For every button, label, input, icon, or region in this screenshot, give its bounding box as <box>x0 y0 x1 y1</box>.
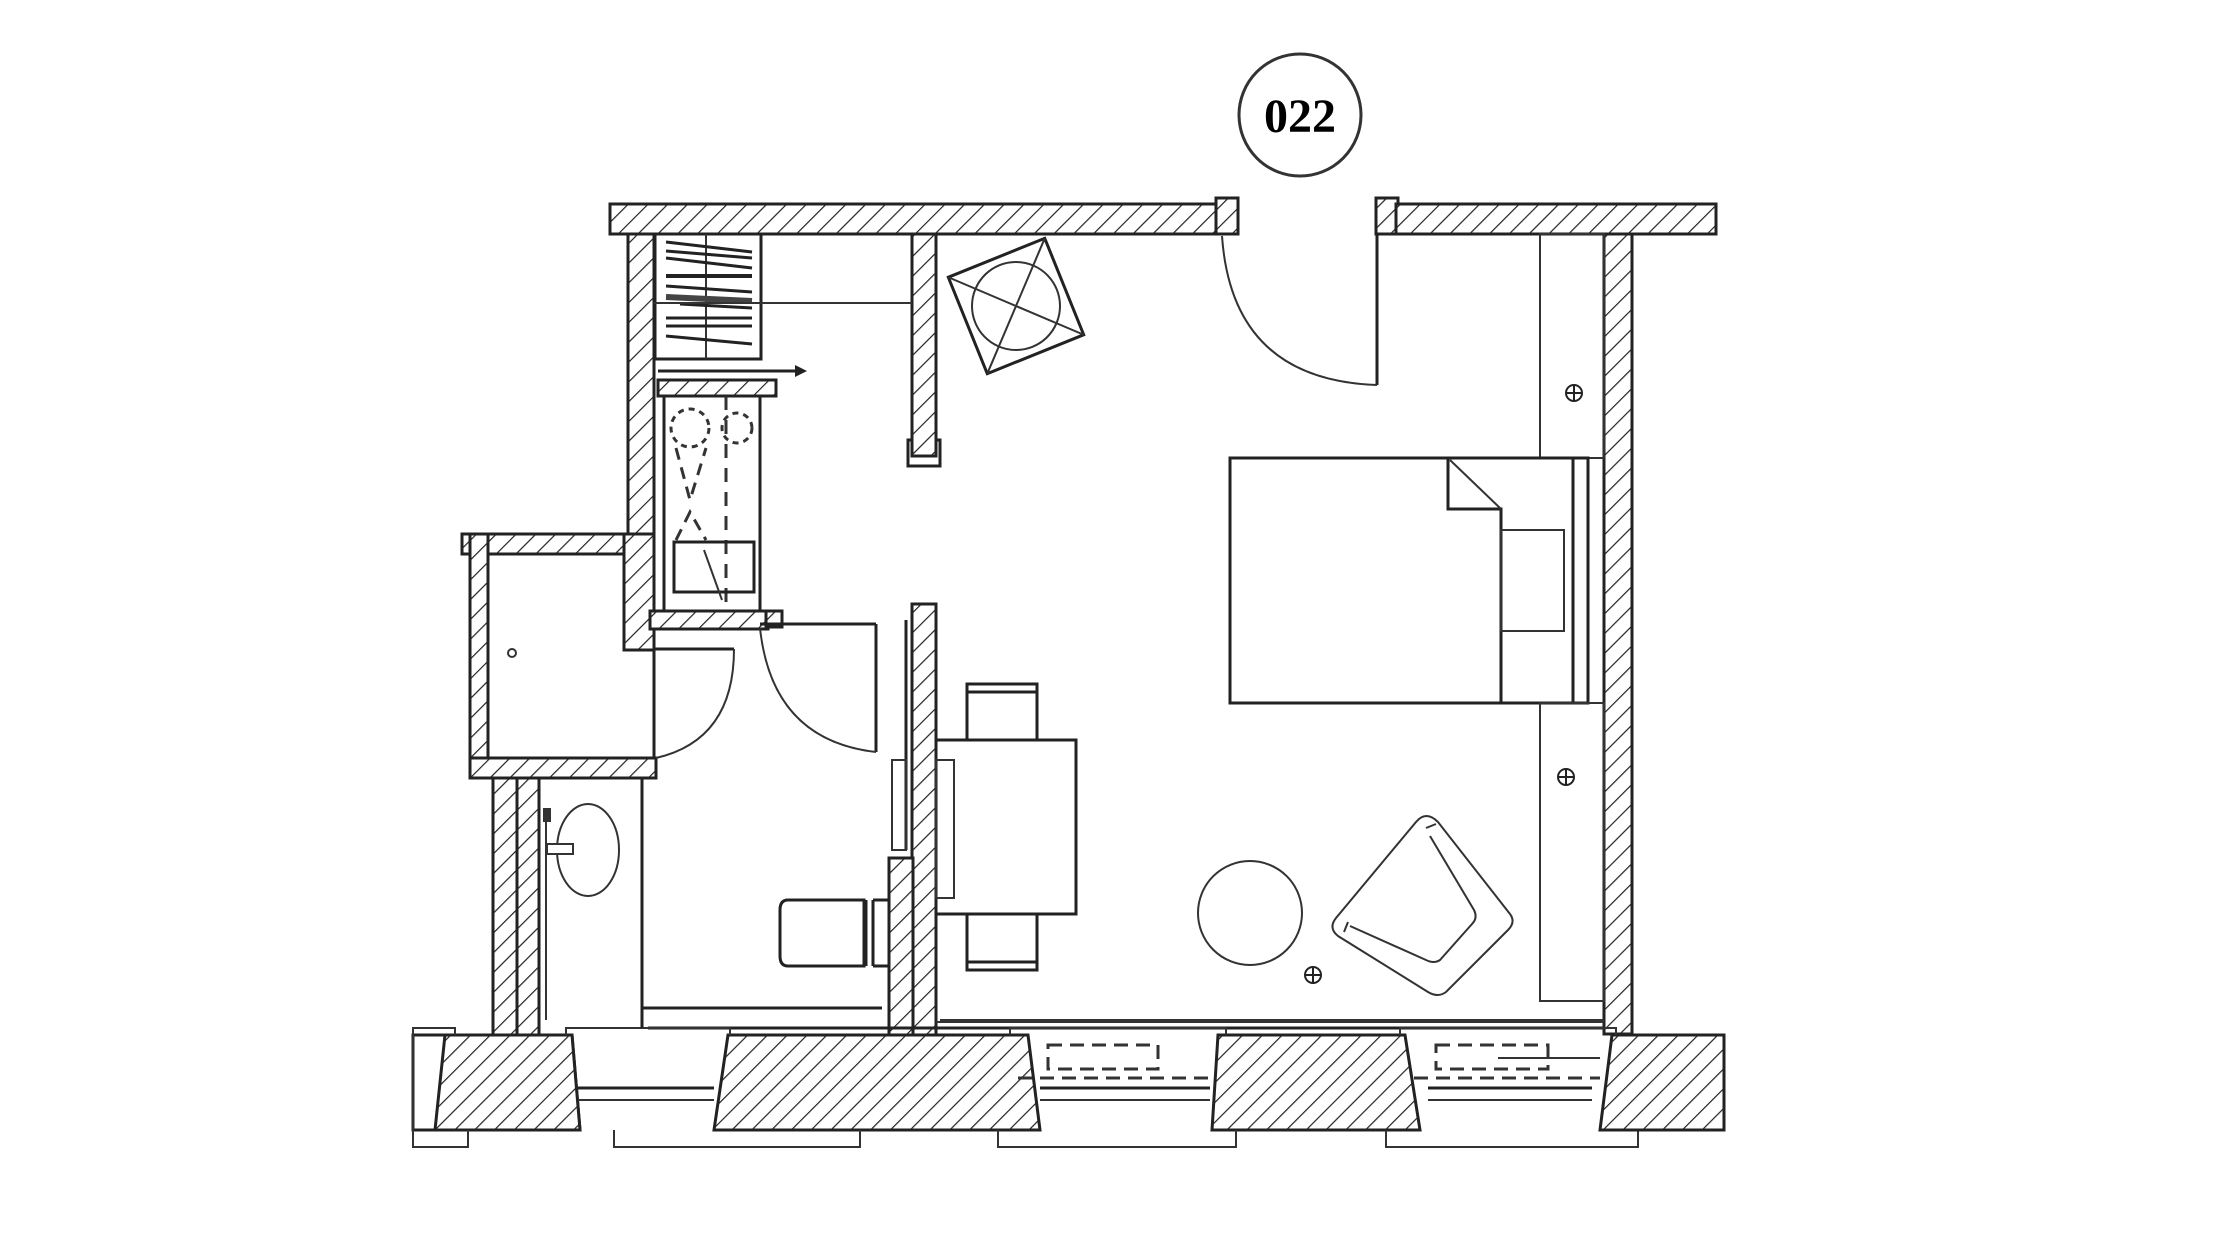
towel-hook <box>543 808 551 822</box>
closet-door-swing-arc <box>655 648 735 759</box>
room-tag-label: 022 <box>1264 90 1336 143</box>
wardrobe <box>653 232 912 377</box>
kitchenette-top-shelf <box>656 378 778 398</box>
wardrobe-box <box>653 232 763 361</box>
room-tag: 022 <box>1237 52 1363 178</box>
entrance-door[interactable] <box>1221 234 1379 386</box>
bathroom-door-swing-arc <box>759 627 877 753</box>
bathroom-partition-wall <box>910 602 938 1038</box>
window-2-outer-frame <box>997 1130 1237 1148</box>
bathroom-door[interactable] <box>759 620 908 850</box>
dining-set <box>891 682 1078 972</box>
pier-3 <box>1210 1033 1422 1132</box>
hob-burner-1 <box>669 407 711 449</box>
pier-4 <box>1598 1033 1726 1132</box>
bed-blanket-fold <box>1446 458 1503 703</box>
entrance-jamb-left <box>1214 196 1240 236</box>
closet-left-wall <box>468 532 490 776</box>
luggage-rack-cross-2 <box>986 237 1046 375</box>
closet-right-wall <box>622 532 656 652</box>
window-3-outer-frame <box>1385 1130 1639 1148</box>
window-2-inner-frame <box>1009 1027 1227 1035</box>
closet <box>507 648 517 658</box>
bathroom-left-wall-outer <box>491 776 519 1038</box>
outlet-icon-3 <box>1304 966 1322 984</box>
top-wall-right <box>1394 202 1718 236</box>
radiator-1 <box>1046 1043 1160 1071</box>
closet-door[interactable] <box>652 647 735 759</box>
kitchenette <box>662 394 762 613</box>
main-room <box>891 233 1605 1023</box>
wardrobe-column-top <box>1539 233 1605 459</box>
outlet-icon-1 <box>1565 384 1583 402</box>
sliding-arrow-head <box>795 365 807 377</box>
luggage-rack-circle <box>971 261 1061 351</box>
armchair <box>1331 815 1514 996</box>
wardrobe-column-bottom <box>1539 702 1605 1002</box>
closet-bottom-wall <box>468 756 658 780</box>
bed-frame <box>1228 456 1590 705</box>
wall-panel <box>891 759 907 851</box>
armchair-arm-ends <box>1343 823 1437 933</box>
toilet <box>778 898 889 968</box>
closet-light-fixture <box>507 648 517 658</box>
hanging-clothes <box>665 240 753 346</box>
luggage-rack <box>946 236 1086 376</box>
table-leaf <box>935 759 955 899</box>
sink-dash <box>703 549 723 601</box>
window-2 <box>997 1027 1237 1148</box>
pier-2 <box>712 1033 1042 1132</box>
bed-pillow <box>1500 529 1565 632</box>
round-side-table <box>1197 860 1303 966</box>
entrance-door-swing-arc <box>1221 235 1378 386</box>
window-1-inner-frame <box>565 1027 731 1035</box>
appliance-swing-2 <box>674 508 708 541</box>
bathroom <box>543 778 889 1028</box>
room-tag-circle <box>1237 52 1363 178</box>
toilet-bowl <box>778 898 866 968</box>
right-wall <box>1602 232 1634 1036</box>
outlet-icon-2 <box>1557 768 1575 786</box>
appliance-swing-1 <box>674 447 708 506</box>
window-3 <box>1385 1027 1639 1148</box>
luggage-rack-frame <box>946 236 1086 376</box>
armchair-seat <box>1349 835 1477 963</box>
top-wall-left <box>608 202 1238 236</box>
bathroom-partition-thickening <box>887 856 915 1038</box>
window-1 <box>565 1027 861 1148</box>
kitchenette-counter <box>662 394 762 613</box>
window-1-outer-frame <box>613 1130 861 1148</box>
bathroom-left-wall-inner <box>515 776 541 1038</box>
kitchenette-bottom-wall <box>648 609 770 631</box>
bed-blanket-corner <box>1449 459 1502 510</box>
walls <box>460 196 1718 1038</box>
hob-burner-2 <box>720 411 754 445</box>
dining-table <box>934 738 1078 916</box>
window-3-inner-frame <box>1399 1027 1617 1035</box>
armchair-outline <box>1331 815 1514 996</box>
pier-1-fill <box>433 1033 582 1132</box>
double-bed <box>1228 456 1590 705</box>
washbasin-faucet <box>546 843 574 855</box>
left-outer-frame <box>412 1027 469 1148</box>
sink <box>672 540 756 594</box>
partition-wall-top-fill <box>910 232 938 458</box>
facade <box>411 1019 1726 1148</box>
